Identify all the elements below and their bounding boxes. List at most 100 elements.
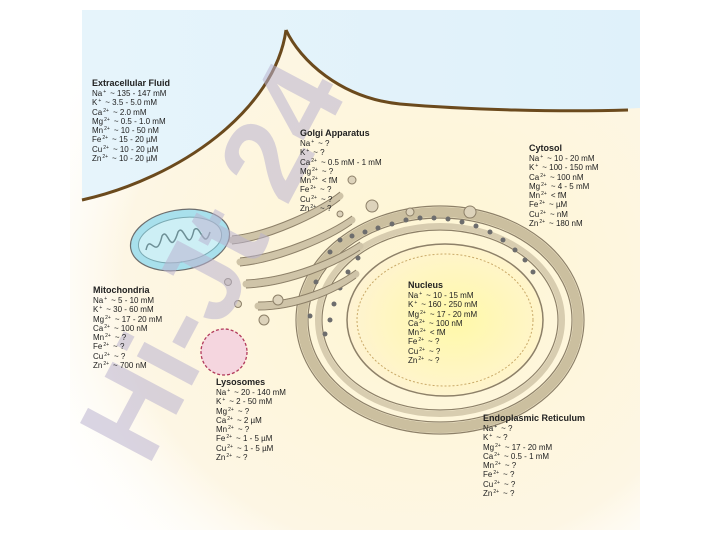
ion-symbol: Ca [216, 415, 227, 425]
ion-charge: + [103, 89, 107, 95]
ion-symbol: Mg [216, 406, 228, 416]
ion-charge: 2+ [540, 209, 546, 216]
ion-line: Ca2+~ 100 nM [529, 173, 599, 182]
ion-charge: 2+ [420, 309, 426, 316]
ion-symbol: Ca [93, 323, 104, 333]
ion-concentration: ~ ? [236, 453, 248, 463]
ion-concentration: ~ 10 - 20 µM [112, 154, 158, 164]
ion-concentration: ~ 700 nM [113, 361, 147, 371]
ion-charge: 2+ [105, 333, 111, 340]
ion-symbol: Fe [408, 337, 418, 347]
ion-line: Mn2+< fM [408, 328, 478, 337]
ion-line: Zn2+~ 10 - 20 µM [92, 154, 170, 163]
ion-charge: 2+ [226, 453, 233, 460]
ion-charge: 2+ [227, 415, 233, 422]
ion-line: Cu2+~ ? [408, 347, 478, 356]
nucleus-inner-envelope [356, 253, 534, 387]
ion-line: Fe2+~ ? [483, 470, 585, 479]
ion-concentration: ~ ? [503, 470, 515, 480]
ion-concentration: ~ 20 - 140 mM [234, 388, 286, 397]
ion-charge: + [311, 139, 315, 145]
ion-charge: 2+ [227, 443, 233, 450]
ion-line: Mg2+~ 17 - 20 mM [408, 310, 478, 319]
ion-symbol: Cu [408, 346, 419, 356]
ion-concentration: ~ 0.5 mM - 1 mM [320, 157, 382, 167]
ion-charge: 2+ [104, 323, 110, 330]
ion-concentration: ~ 2.0 mM [112, 107, 147, 117]
ion-line: K+~ ? [300, 148, 382, 157]
ion-charge: 2+ [104, 116, 110, 123]
ion-concentration: ~ 17 - 20 mM [429, 309, 478, 319]
ion-concentration: ~ ? [320, 204, 332, 214]
ion-charge: 2+ [495, 442, 501, 449]
ion-line: Ca2+~ 2 µM [216, 416, 286, 425]
ion-charge: + [489, 433, 493, 440]
ion-symbol: Zn [408, 356, 418, 366]
ion-concentration: ~ ? [501, 424, 513, 433]
ion-charge: 2+ [103, 107, 109, 114]
ion-concentration: ~ 2 - 50 mM [229, 397, 273, 407]
ion-symbol: Cu [93, 351, 104, 361]
golgi-outlines [231, 191, 361, 311]
ion-charge: + [104, 296, 108, 302]
ion-line: Na+~ 20 - 140 mM [216, 388, 286, 397]
ion-symbol: Fe [216, 434, 226, 444]
ion-line: Mg2+~ 17 - 20 mM [483, 443, 585, 452]
ion-concentration: ~ ? [503, 479, 516, 489]
ion-concentration: < fM [550, 191, 567, 201]
nucleus-body [346, 243, 544, 397]
ion-charge: 2+ [419, 318, 425, 325]
ion-concentration: ~ 100 nM [428, 318, 463, 328]
mitochondria-title: Mitochondria [93, 285, 150, 295]
ion-symbol: K [529, 163, 535, 173]
ion-symbol: Ca [92, 107, 103, 117]
ion-symbol: K [408, 300, 414, 310]
ion-symbol: K [483, 433, 489, 443]
ion-symbol: Na [216, 388, 227, 397]
ion-symbol: Na [408, 291, 419, 300]
ion-line: K+~ ? [483, 433, 585, 442]
ion-charge: 2+ [418, 356, 425, 363]
ion-symbol: Mg [483, 442, 495, 452]
ion-line: Mg2+~ 17 - 20 mM [93, 315, 162, 324]
ion-line: Zn2+~ 700 nM [93, 361, 162, 370]
ion-charge: 2+ [540, 172, 546, 179]
golgi-panel: Golgi Apparatus Na+~ ?K+~ ?Ca2+~ 0.5 mM … [300, 128, 382, 213]
ion-concentration: ~ 10 - 20 mM [547, 154, 595, 163]
ion-symbol: Mn [529, 191, 541, 201]
ion-concentration: ~ 180 nM [549, 219, 583, 229]
ion-concentration: ~ 1 - 5 µM [236, 443, 274, 453]
ion-symbol: Fe [93, 342, 103, 352]
ion-concentration: ~ µM [549, 200, 568, 210]
ion-line: Mn2+~ ? [216, 425, 286, 434]
ion-charge: + [540, 154, 544, 160]
ion-concentration: ~ ? [503, 489, 515, 499]
ion-concentration: ~ ? [320, 194, 333, 204]
ion-concentration: ~ 10 - 50 nM [113, 126, 159, 136]
ion-symbol: Cu [300, 194, 311, 204]
ion-symbol: Zn [92, 154, 102, 164]
ion-concentration: ~ 1 - 5 µM [236, 434, 273, 444]
golgi-cisternae [228, 192, 364, 310]
ion-line: Na+~ ? [483, 424, 585, 433]
ion-concentration: ~ 30 - 60 mM [106, 305, 154, 315]
er-panel: Endoplasmic Reticulum Na+~ ?K+~ ?Mg2+~ 1… [483, 413, 585, 498]
ion-charge: 2+ [102, 135, 109, 142]
ion-symbol: Ca [483, 451, 494, 461]
ion-line: Fe2+~ µM [529, 200, 599, 209]
ion-charge: + [99, 305, 103, 312]
ion-symbol: K [93, 305, 99, 315]
ion-line: K+~ 30 - 60 mM [93, 305, 162, 314]
ion-concentration: ~ 17 - 20 mM [114, 314, 163, 324]
ion-line: Mg2+~ ? [300, 167, 382, 176]
ion-line: Na+~ 10 - 15 mM [408, 291, 478, 300]
ion-line: Ca2+~ 2.0 mM [92, 108, 170, 117]
ion-symbol: Fe [529, 200, 539, 210]
er-outline [295, 205, 585, 435]
